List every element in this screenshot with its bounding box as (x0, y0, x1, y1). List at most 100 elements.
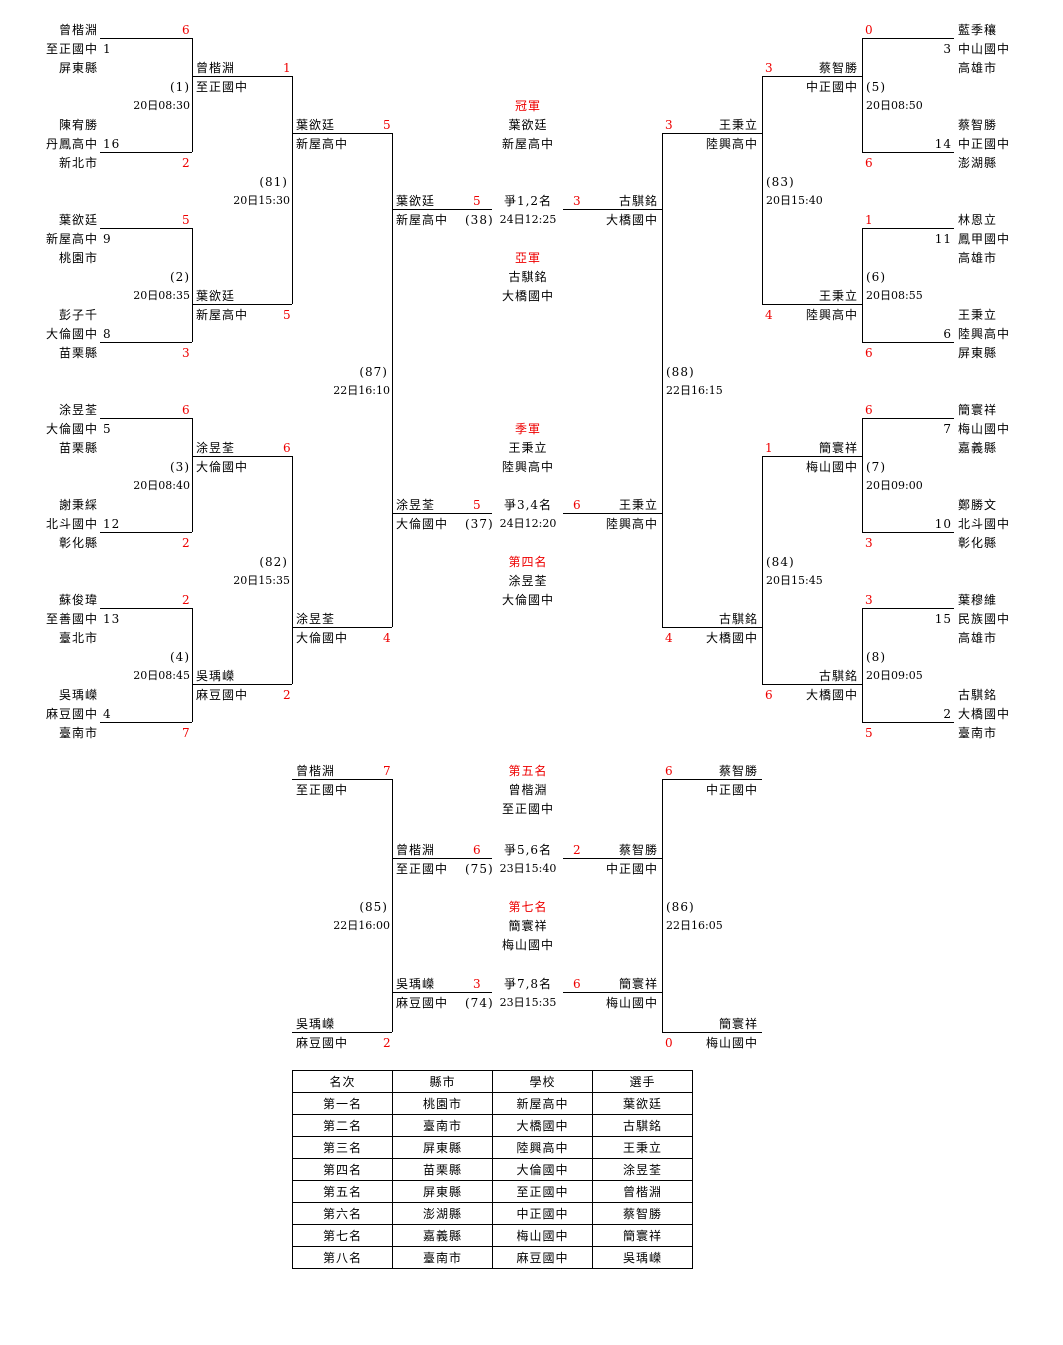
player-name: 林恩立 (958, 213, 998, 227)
finalist-school: 陸興高中 (605, 517, 658, 531)
place-school: 梅山國中 (501, 938, 554, 952)
r3-school: 大倫國中 (296, 631, 349, 645)
player-county: 高雄市 (958, 251, 998, 265)
seed: 5 (103, 422, 112, 436)
table-cell: 桃園市 (392, 1092, 493, 1115)
player-school: 大倫國中 (45, 327, 98, 341)
match-time: 22日16:10 (333, 384, 390, 397)
match-time: 20日08:50 (866, 99, 923, 112)
r2-name: 吳瑀嶸 (196, 669, 236, 683)
seed: 9 (103, 232, 112, 246)
finalist-name: 涂昱荃 (396, 498, 436, 512)
r2-name: 簡寰祥 (818, 441, 858, 455)
table-cell: 苗栗縣 (392, 1158, 493, 1181)
score: 3 (665, 118, 674, 132)
player-school: 陸興高中 (958, 327, 1011, 341)
table-row: 第八名臺南市麻豆國中吳瑀嶸 (292, 1246, 693, 1269)
r3-school: 大橋國中 (705, 631, 758, 645)
player-county: 苗栗縣 (58, 441, 98, 455)
table-row: 第二名臺南市大橋國中古騏銘 (292, 1114, 693, 1137)
match-no: (3) (170, 460, 190, 474)
score: 6 (865, 156, 874, 170)
score: 6 (573, 498, 582, 512)
score: 6 (182, 23, 191, 37)
table-cell: 葉欲廷 (592, 1092, 693, 1115)
table-cell: 蔡智勝 (592, 1202, 693, 1225)
seed: 7 (943, 422, 952, 436)
player-county: 臺南市 (958, 726, 998, 740)
seed: 4 (103, 707, 112, 721)
seed: 12 (103, 517, 121, 531)
cons-final-name: 曾楷淵 (396, 843, 436, 857)
score: 6 (665, 764, 674, 778)
score: 1 (765, 441, 774, 455)
player-name: 陳宥勝 (58, 118, 98, 132)
score: 0 (865, 23, 874, 37)
cons-name: 蔡智勝 (718, 764, 758, 778)
place-school: 至正國中 (501, 802, 554, 816)
match-no: (86) (666, 900, 695, 914)
final-label: 爭5,6名 (503, 843, 553, 857)
player-school: 大橋國中 (958, 707, 1011, 721)
seed: 15 (934, 612, 952, 626)
table-cell: 臺南市 (392, 1246, 493, 1269)
match-no: (4) (170, 650, 190, 664)
player-county: 苗栗縣 (58, 346, 98, 360)
seed: 16 (103, 137, 121, 151)
finalist-school: 新屋高中 (396, 213, 449, 227)
score: 3 (865, 593, 874, 607)
match-no: (75) (465, 862, 494, 876)
place-title: 冠軍 (514, 99, 541, 113)
score: 2 (182, 593, 191, 607)
r3-name: 涂昱荃 (296, 612, 336, 626)
player-county: 桃園市 (58, 251, 98, 265)
match-time: 20日15:45 (766, 574, 823, 587)
r3-school: 新屋高中 (296, 137, 349, 151)
player-school: 新屋高中 (45, 232, 98, 246)
player-school: 北斗國中 (958, 517, 1011, 531)
cons-name: 簡寰祥 (718, 1017, 758, 1031)
cons-final-name: 簡寰祥 (618, 977, 658, 991)
cons-name: 吳瑀嶸 (296, 1017, 336, 1031)
table-cell: 第七名 (292, 1224, 393, 1247)
player-name: 鄭勝文 (958, 498, 998, 512)
player-school: 丹鳳高中 (45, 137, 98, 151)
match-time: 20日08:40 (133, 479, 190, 492)
score: 5 (383, 118, 392, 132)
table-cell: 第一名 (292, 1092, 393, 1115)
r2-name: 葉欲廷 (196, 289, 236, 303)
table-cell: 澎湖縣 (392, 1202, 493, 1225)
seed: 6 (943, 327, 952, 341)
match-time: 22日16:00 (333, 919, 390, 932)
match-no: (74) (465, 996, 494, 1010)
seed: 1 (103, 42, 112, 56)
match-time: 24日12:25 (499, 213, 557, 226)
cons-name: 曾楷淵 (296, 764, 336, 778)
score: 3 (573, 194, 582, 208)
player-county: 屏東縣 (58, 61, 98, 75)
place-title: 第四名 (508, 555, 548, 569)
player-county: 彰化縣 (958, 536, 998, 550)
table-row: 第五名屏東縣至正國中曾楷淵 (292, 1180, 693, 1203)
player-school: 民族國中 (958, 612, 1011, 626)
cons-final-school: 至正國中 (396, 862, 449, 876)
place-name: 涂昱荃 (508, 574, 548, 588)
player-county: 臺南市 (58, 726, 98, 740)
r2-school: 大橋國中 (805, 688, 858, 702)
player-school: 至善國中 (45, 612, 98, 626)
score: 6 (865, 403, 874, 417)
r3-name: 王秉立 (718, 118, 758, 132)
finalist-name: 王秉立 (618, 498, 658, 512)
player-county: 屏東縣 (958, 346, 998, 360)
place-title: 亞軍 (514, 251, 541, 265)
r3-school: 陸興高中 (705, 137, 758, 151)
cons-school: 麻豆國中 (296, 1036, 349, 1050)
score: 3 (182, 346, 191, 360)
place-school: 大橋國中 (501, 289, 554, 303)
r2-school: 陸興高中 (805, 308, 858, 322)
r2-school: 梅山國中 (805, 460, 858, 474)
seed: 3 (943, 42, 952, 56)
r2-name: 曾楷淵 (196, 61, 236, 75)
player-name: 彭子千 (58, 308, 98, 322)
place-school: 陸興高中 (501, 460, 554, 474)
